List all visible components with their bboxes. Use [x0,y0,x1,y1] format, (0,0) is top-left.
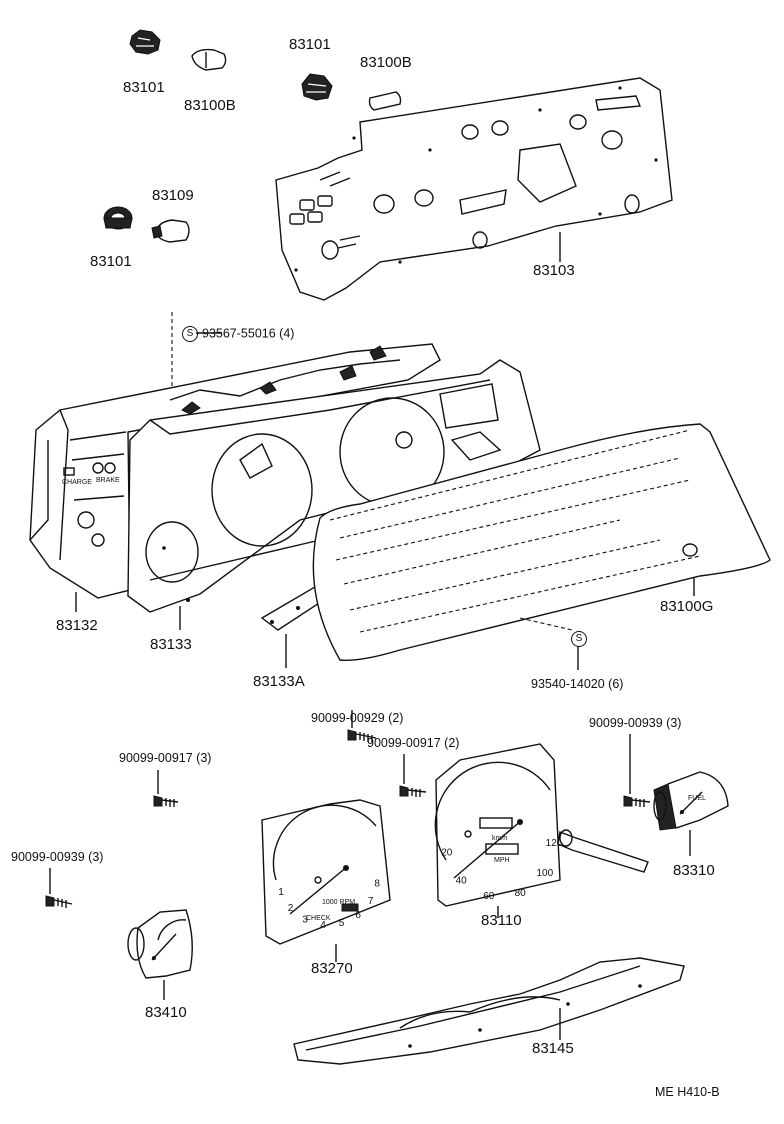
meter-glass-83100g [312,423,771,661]
tach-dial-number-4: 4 [320,920,326,931]
bulb-socket-83101-b [301,73,333,101]
speedometer-83110: 20 40 60 80 100 120 km/h MPH [434,743,563,907]
screw-90099-00939-a [623,795,651,807]
screw-symbol-93540: S [571,631,591,648]
label-screw-90099-00939-a: 90099-00939 (3) [589,716,682,730]
label-83110: 83110 [481,912,522,929]
label-83101-a: 83101 [123,79,165,96]
speedo-dial-number-80: 80 [515,888,527,899]
tach-dial-number-1: 1 [278,887,284,898]
tach-check-label: CHECK [306,915,331,922]
label-83410: 83410 [145,1004,187,1021]
label-83100b-a: 83100B [184,97,236,114]
speedo-dial-number-20: 20 [441,847,453,858]
meter-housing-83133 [127,359,541,613]
printed-circuit-83103 [275,77,673,301]
bulb-83100b-b [368,91,402,111]
finish-panel-83145 [293,957,685,1065]
bulb-83100b-a [191,48,227,71]
housing-top-detail [169,345,401,415]
fuel-gauge-83310: FUEL [653,771,729,831]
fuel-label: FUEL [688,795,706,802]
label-83101-c: 83101 [90,253,132,270]
speedo-dial-number-100: 100 [536,868,553,879]
label-screw-90099-00917-a: 90099-00917 (2) [367,736,460,750]
label-83270: 83270 [311,960,353,977]
speedo-unit-label: km/h [492,835,507,842]
screw-90099-00917-b [153,795,179,807]
label-83310: 83310 [673,862,715,879]
tach-dial-number-5: 5 [339,918,345,929]
tach-dial-number-3: 3 [302,915,308,926]
label-83101-b: 83101 [289,36,331,53]
speedo-dial-number-40: 40 [456,876,468,887]
label-83145: 83145 [532,1040,574,1057]
speedo-mph-label: MPH [494,857,510,864]
temp-gauge-83410 [127,909,193,979]
diagram-reference-code: ME H410-B [655,1085,720,1099]
bulb-socket-83101-a [129,29,161,55]
label-83109: 83109 [152,187,194,204]
tach-dial-number-6: 6 [355,910,361,921]
speedo-dial-number-60: 60 [483,891,495,902]
tach-dial-number-2: 2 [288,903,294,914]
charge-indicator-label: CHARGE [62,479,92,486]
brake-indicator-label: BRAKE [96,477,120,484]
bulb-socket-83101-c [103,206,133,230]
label-83133a: 83133A [253,673,305,690]
screw-symbol: S [182,326,198,342]
screw-90099-00929 [347,729,377,742]
label-83103: 83103 [533,262,575,279]
label-83132: 83132 [56,617,98,634]
tach-unit-label: 1000 RPM [322,899,355,906]
label-83133: 83133 [150,636,192,653]
tach-dial-number-8: 8 [374,879,380,890]
bulb-83109 [151,219,190,243]
label-83100b-b: 83100B [360,54,412,71]
screw-90099-00917-a [399,785,427,797]
tach-dial-number-7: 7 [368,896,374,907]
screw-90099-00939-b [45,895,73,908]
label-screw-93540: 93540-14020 (6) [531,677,624,691]
speedometer-cable [557,829,649,873]
speedo-dial-number-120: 120 [546,838,563,849]
label-screw-90099-00917-b: 90099-00917 (3) [119,751,212,765]
label-screw-90099-00939-b: 90099-00939 (3) [11,850,104,864]
label-83100g: 83100G [660,598,714,615]
label-screw-90099-00929: 90099-00929 (2) [311,711,404,725]
